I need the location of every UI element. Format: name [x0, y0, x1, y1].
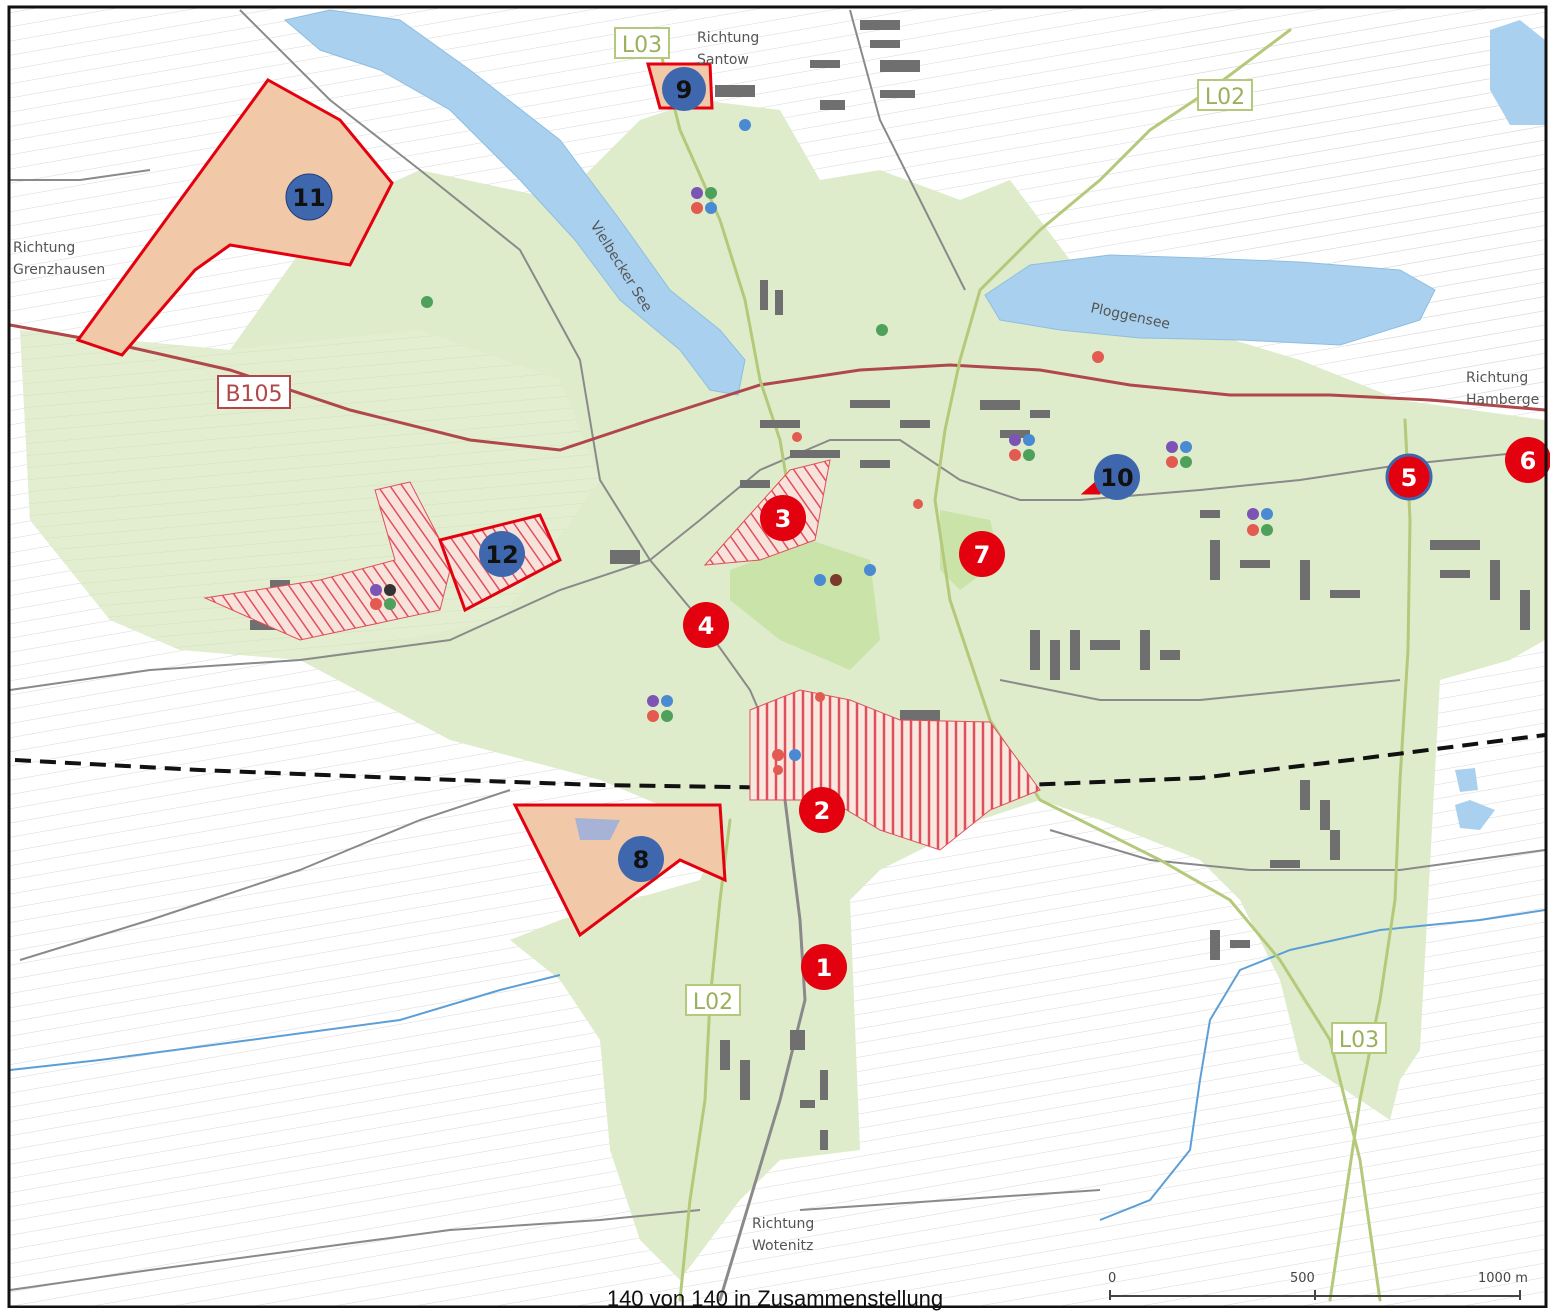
marker-5[interactable]: 5: [1385, 453, 1433, 501]
marker-2-label: 2: [814, 797, 831, 825]
road-label-b105: B105: [225, 382, 282, 407]
area-8: [512, 803, 727, 938]
marker-8[interactable]: 8: [618, 836, 664, 882]
marker-10[interactable]: 10: [1094, 454, 1140, 500]
road-label-l03-north: L03: [622, 33, 662, 58]
road-l03: [653, 28, 792, 502]
map-frame: [7, 5, 1548, 1308]
ponds-east: [1455, 768, 1495, 830]
lake-vielbecker-see: [283, 9, 746, 396]
area-11: [75, 78, 394, 357]
place-label-grenzhausen-1: Richtung: [13, 240, 75, 256]
marker-4[interactable]: 4: [683, 602, 729, 648]
scale-label-1000: 1000 m: [1478, 1271, 1528, 1286]
road-l02: [933, 28, 1382, 1302]
planning-areas-outlined: [75, 62, 1101, 938]
road-labels: L03 L02 B105 L02 L03: [217, 27, 1387, 1054]
poi-symbols: [370, 119, 1273, 775]
marker-6-label: 6: [1520, 447, 1537, 475]
marker-5-label: 5: [1401, 464, 1418, 492]
place-label-hamberge-2: Hamberge: [1466, 392, 1539, 408]
minor-roads: [9, 9, 1546, 1291]
lake-ploggensee: [984, 254, 1436, 346]
marker-11-label: 11: [292, 184, 325, 212]
marker-8-label: 8: [633, 846, 650, 874]
lake-northeast: [1490, 20, 1545, 125]
marker-3-label: 3: [775, 505, 792, 533]
place-label-hamberge-1: Richtung: [1466, 370, 1528, 386]
road-label-l03-south: L03: [1339, 1028, 1379, 1053]
footer-page-text: 140 von 140 in Zusammenstellung: [606, 1286, 944, 1311]
place-label-grenzhausen-2: Grenzhausen: [13, 262, 105, 278]
marker-6[interactable]: 6: [1505, 437, 1550, 483]
scale-label-0: 0: [1108, 1271, 1116, 1286]
marker-7-label: 7: [974, 541, 991, 569]
road-l03-east: [1328, 418, 1412, 1302]
marker-1-label: 1: [816, 954, 833, 982]
scale-label-500: 500: [1290, 1271, 1315, 1286]
marker-9[interactable]: 9: [662, 67, 706, 111]
marker-11[interactable]: 11: [285, 173, 333, 221]
place-label-wotenitz-1: Richtung: [752, 1216, 814, 1232]
marker-3[interactable]: 3: [760, 495, 806, 541]
place-label-santow-1: Richtung: [697, 30, 759, 46]
place-labels: Richtung Santow Richtung Grenzhausen Ric…: [13, 30, 1539, 1254]
markers-red: 1 2 3 4 5 6 7: [683, 437, 1550, 990]
marker-12[interactable]: 12: [479, 531, 525, 577]
marker-1[interactable]: 1: [801, 944, 847, 990]
scale-bar: 0 500 1000 m: [1108, 1271, 1528, 1300]
place-label-wotenitz-2: Wotenitz: [752, 1238, 813, 1254]
markers-blue: 8 9 10 11 12: [285, 67, 1140, 882]
road-label-l02-east: L02: [1205, 85, 1245, 110]
lakes: [283, 9, 1545, 830]
river: [9, 909, 1546, 1221]
marker-2[interactable]: 2: [799, 787, 845, 833]
road-l02-south: [678, 818, 732, 1302]
buildings: [250, 20, 1530, 1150]
marker-9-label: 9: [676, 76, 693, 104]
marker-12-label: 12: [485, 541, 518, 569]
marker-7[interactable]: 7: [959, 531, 1005, 577]
place-label-santow-2: Santow: [697, 52, 749, 68]
marker-4-label: 4: [698, 612, 715, 640]
road-label-l02-south: L02: [693, 990, 733, 1015]
marker-10-label: 10: [1100, 464, 1133, 492]
